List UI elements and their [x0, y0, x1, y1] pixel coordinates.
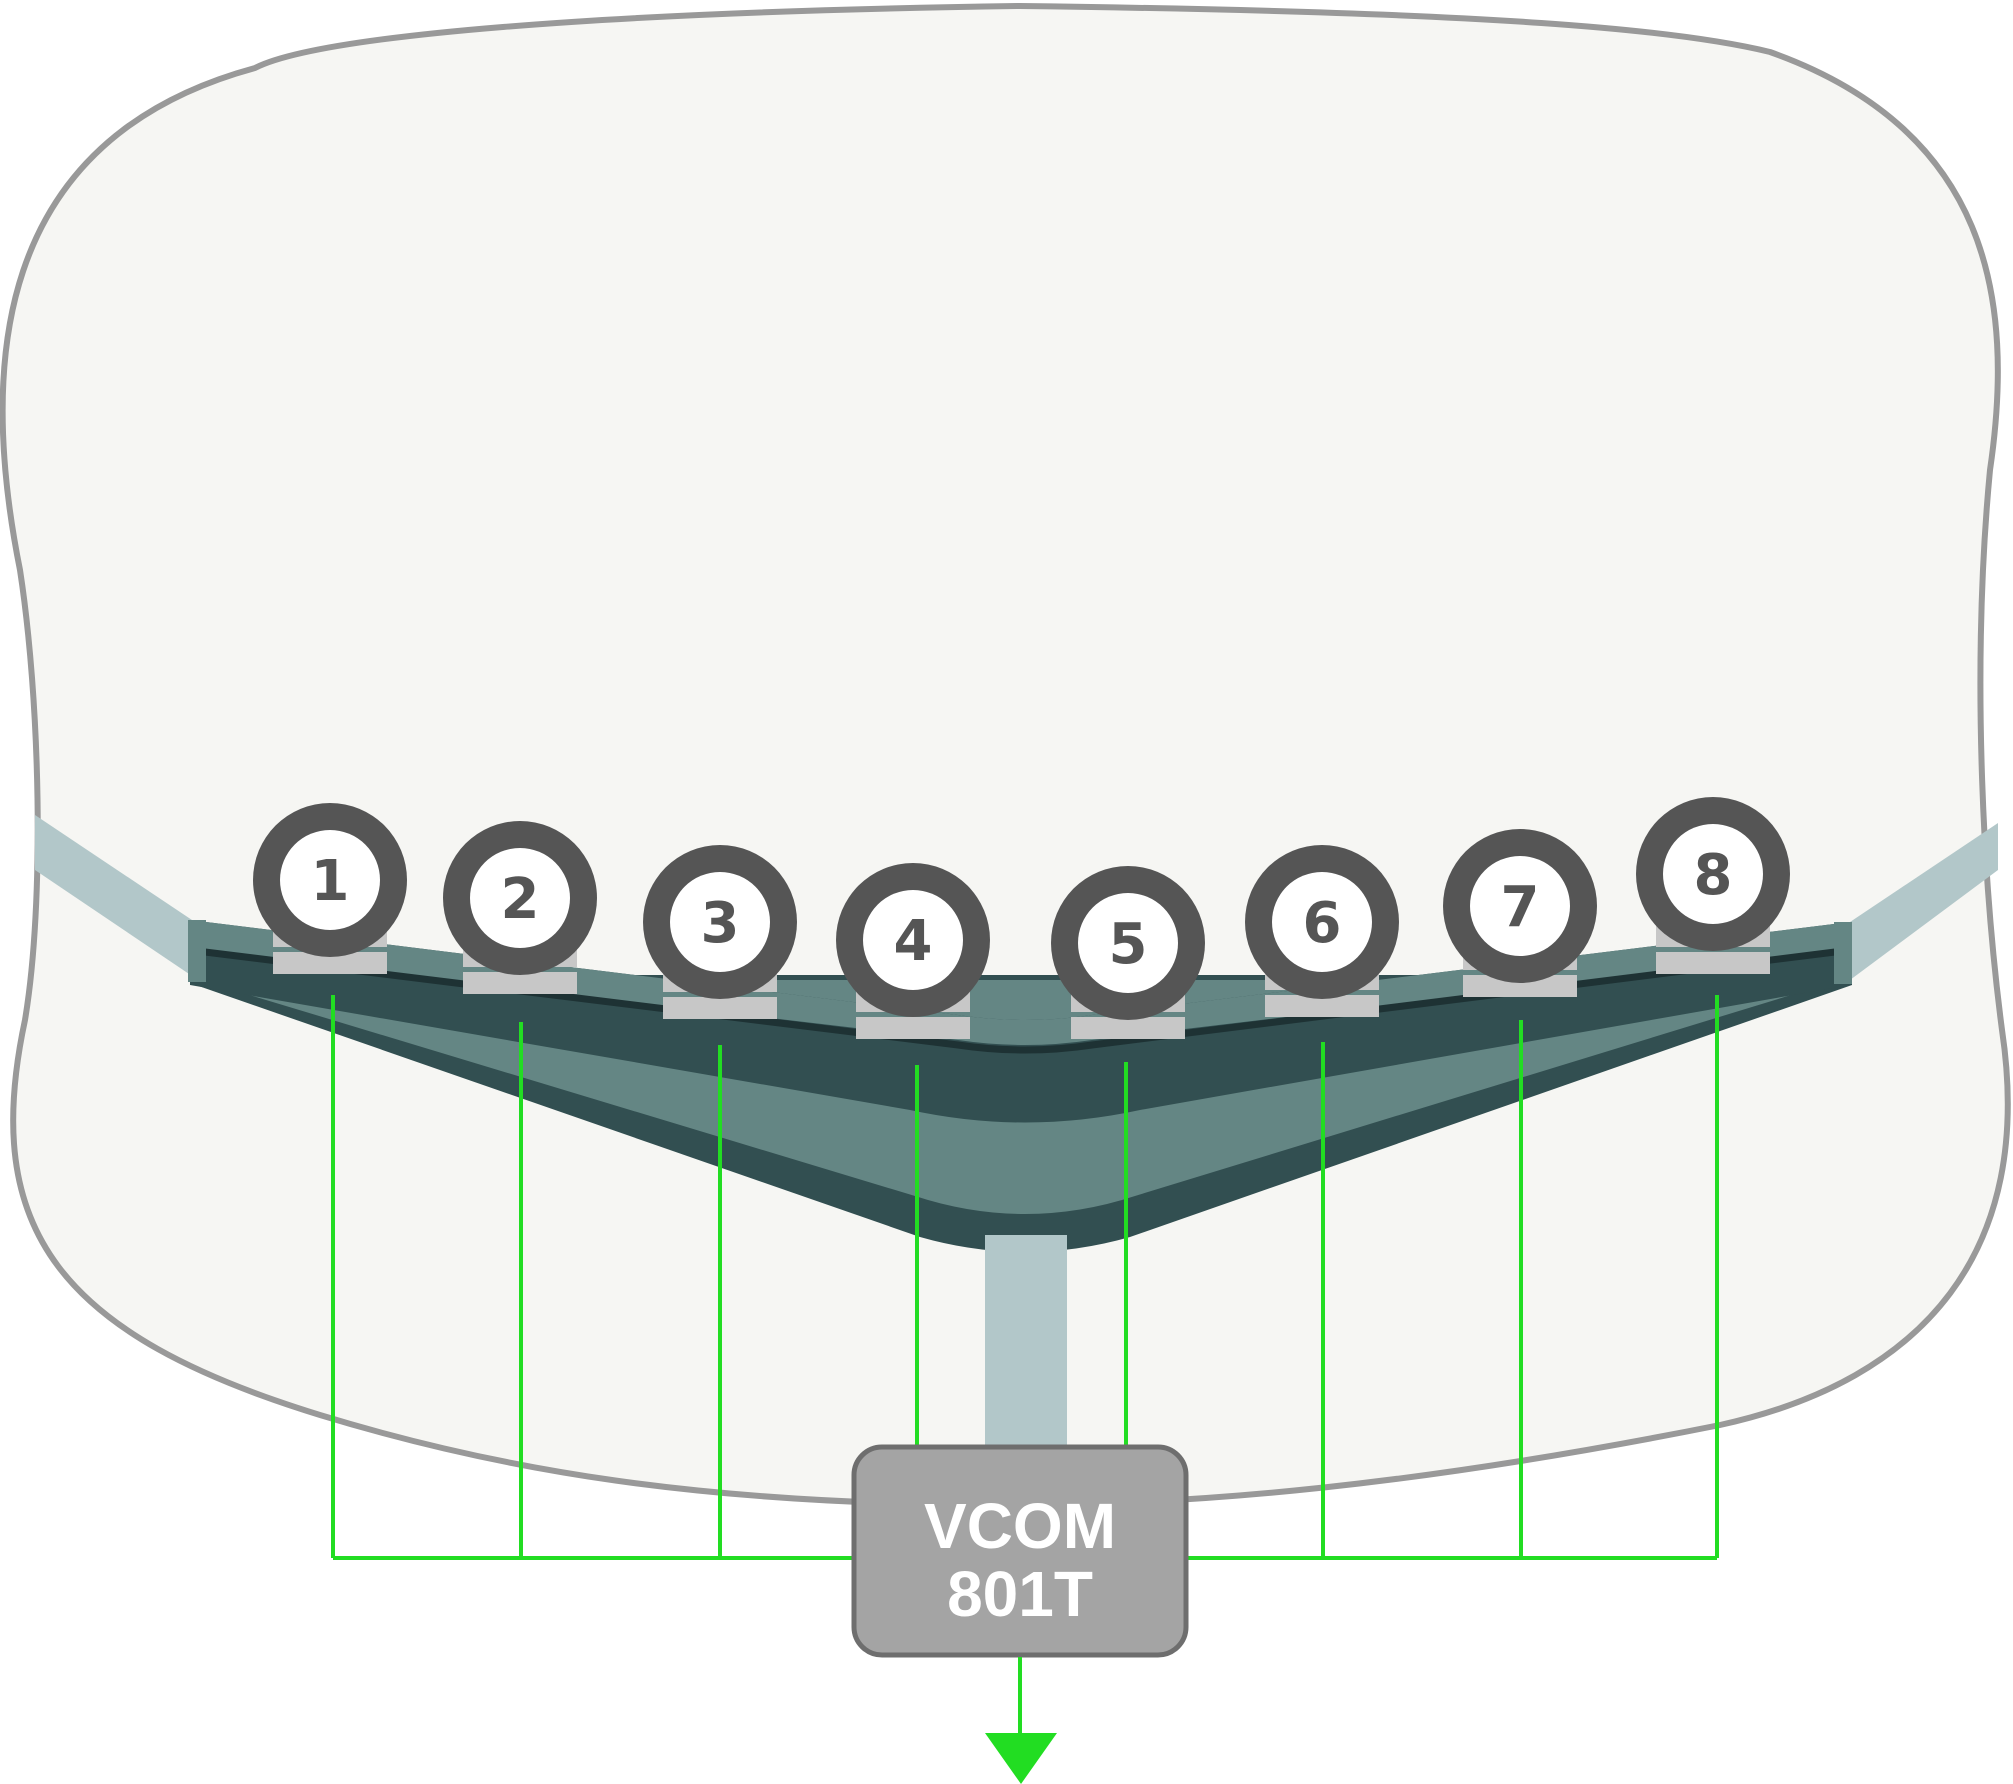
belt-left-cap	[188, 920, 206, 982]
electrode-pad-bottom	[273, 952, 387, 974]
vcom-device[interactable]: VCOM 801T	[851, 1444, 1189, 1658]
electrode-pad-bottom	[1265, 995, 1379, 1017]
electrode-number: 3	[701, 891, 740, 956]
electrode-1: 1	[253, 803, 407, 974]
electrode-7: 7	[1443, 829, 1597, 997]
electrode-marker-face	[863, 890, 963, 990]
electrode-pad-bottom	[1071, 1017, 1185, 1039]
electrode-2: 2	[443, 821, 597, 994]
electrode-number: 6	[1303, 891, 1342, 956]
electrode-number: 5	[1109, 912, 1148, 977]
electrode-6: 6	[1245, 845, 1399, 1017]
electrode-number: 4	[894, 909, 933, 974]
electrode-marker-face	[1470, 856, 1570, 956]
electrode-marker-face	[1078, 893, 1178, 993]
electrode-array: 1 2 3 4 5 6 7 8	[253, 797, 1790, 1039]
electrode-number: 7	[1501, 875, 1540, 940]
electrode-5: 5	[1051, 866, 1205, 1039]
body-outline	[0, 2, 2011, 1509]
electrode-pad-bottom	[1463, 975, 1577, 997]
vcom-device-box[interactable]	[851, 1444, 1189, 1658]
electrode-number: 8	[1694, 843, 1733, 908]
electrode-number: 2	[501, 867, 540, 932]
belt-right-cap	[1834, 922, 1852, 984]
electrode-marker-face	[470, 848, 570, 948]
device-label-line2: 801T	[947, 1558, 1093, 1630]
electrode-marker-face	[1663, 824, 1763, 924]
electrode-8: 8	[1636, 797, 1790, 974]
wire-bundle	[331, 995, 1719, 1560]
electrode-pad-bottom	[856, 1017, 970, 1039]
right-strap	[1850, 823, 1998, 980]
electrode-pad-bottom	[463, 972, 577, 994]
electrode-marker-face	[1272, 872, 1372, 972]
electrode-marker-face	[670, 872, 770, 972]
electrode-3: 3	[643, 845, 797, 1019]
device-label-line1: VCOM	[924, 1490, 1116, 1562]
electrode-pad-bottom	[1656, 952, 1770, 974]
electrode-4: 4	[836, 863, 990, 1039]
electrode-marker-face	[280, 830, 380, 930]
electrode-number: 1	[311, 849, 350, 914]
left-strap	[35, 815, 195, 978]
down-triangle-arrow-icon	[985, 1733, 1057, 1784]
electrode-pad-bottom	[663, 997, 777, 1019]
center-connector	[985, 1235, 1067, 1450]
belt-dark-line	[204, 948, 1836, 1054]
